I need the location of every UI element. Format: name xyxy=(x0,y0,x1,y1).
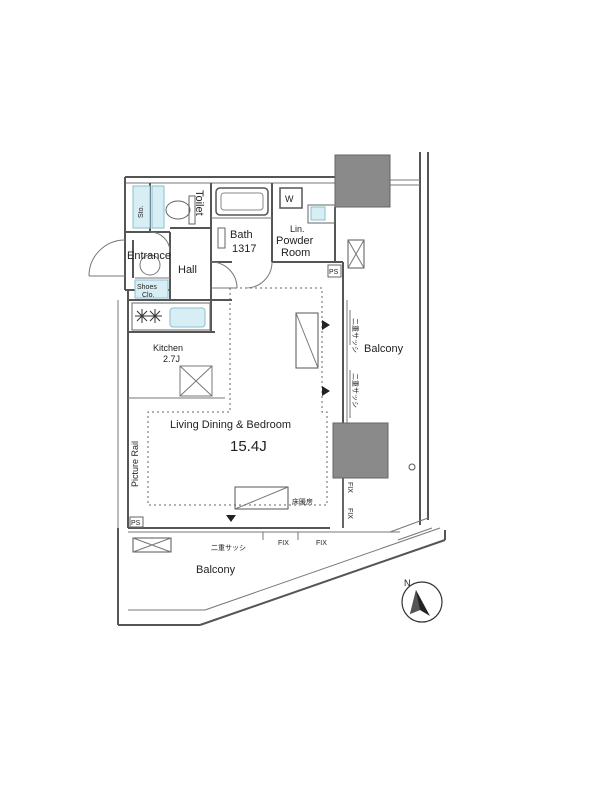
interior-walls xyxy=(124,183,343,399)
label-fix-4: FIX xyxy=(346,508,353,519)
washer-fixture xyxy=(279,187,303,209)
door-swings xyxy=(88,231,273,289)
toilet-fixture xyxy=(165,200,191,220)
structural-columns xyxy=(332,154,391,479)
label-room: Room xyxy=(281,247,310,259)
label-lin: Lin. xyxy=(290,224,305,234)
label-toilet: Toilet xyxy=(193,190,205,216)
label-picture-rail: Picture Rail xyxy=(130,441,140,487)
label-floor-heating: 床暖房 xyxy=(292,497,313,506)
label-shoes: Shoes xyxy=(137,284,157,291)
label-clo: Clo. xyxy=(142,292,155,299)
label-ps-north: PS xyxy=(329,269,339,276)
floor-heating-area xyxy=(147,287,328,506)
label-entrance: Entrance xyxy=(127,250,171,262)
label-bath-size: 1317 xyxy=(232,243,256,255)
label-living-size: 15.4J xyxy=(230,438,267,455)
compass-icon xyxy=(401,581,443,623)
outer-walls xyxy=(117,152,446,626)
window-markers xyxy=(226,310,351,540)
label-fix-1: FIX xyxy=(278,540,289,547)
label-powder: Powder xyxy=(276,235,314,247)
room-labels: Sto. Toilet Bath 1317 W Lin. Powder Room… xyxy=(127,190,404,576)
label-double-sash-1: 二重サッシ xyxy=(351,318,359,353)
label-double-sash-3: 二重サッシ xyxy=(211,544,246,552)
label-kitchen: Kitchen xyxy=(153,343,183,353)
label-hall: Hall xyxy=(178,264,197,276)
label-w: W xyxy=(285,194,294,204)
label-bath: Bath xyxy=(230,229,253,241)
fixtures xyxy=(129,185,416,553)
label-sto: Sto. xyxy=(138,205,145,218)
label-living: Living Dining & Bedroom xyxy=(170,419,291,431)
label-balcony-south: Balcony xyxy=(196,564,236,576)
label-fix-3: FIX xyxy=(346,482,353,493)
label-ps-south: PS xyxy=(131,520,141,527)
mark-labels: PS PS 二重サッシ 二重サッシ 二重サッシ FIX FIX FIX FIX xyxy=(131,269,359,552)
label-fix-2: FIX xyxy=(316,540,327,547)
label-balcony-east: Balcony xyxy=(364,343,404,355)
bathtub-fixture xyxy=(215,187,269,216)
compass-label: N xyxy=(404,578,411,588)
label-kitchen-size: 2.7J xyxy=(163,354,180,364)
label-double-sash-2: 二重サッシ xyxy=(351,373,359,408)
stove-icon xyxy=(135,309,162,323)
